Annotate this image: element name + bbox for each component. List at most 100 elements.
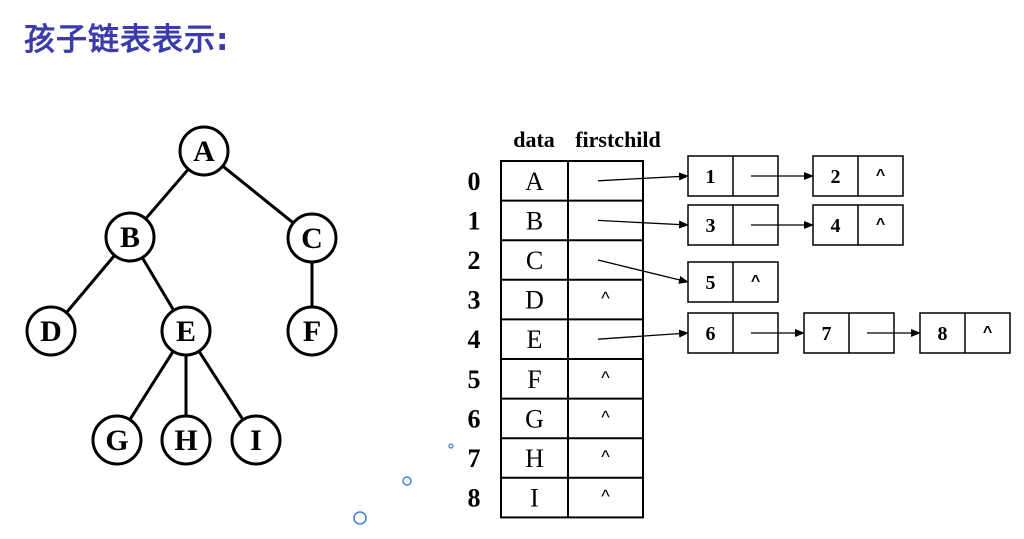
firstchild-pointer xyxy=(597,329,689,340)
row-index: 2 xyxy=(468,246,481,275)
tree-node-label: D xyxy=(40,315,62,348)
page-title: 孩子链表表示: xyxy=(24,22,230,58)
row-index: 5 xyxy=(468,365,481,394)
row-firstchild-null: ^ xyxy=(601,487,610,507)
child-index: 4 xyxy=(831,215,841,237)
firstchild-pointer xyxy=(597,172,689,182)
decorative-dots xyxy=(353,443,454,525)
tree-node-label: I xyxy=(250,424,262,457)
tree-node-circle xyxy=(230,414,282,466)
tree-node-circle xyxy=(104,211,156,263)
tree-node-label: A xyxy=(193,135,215,168)
row-firstchild-null: ^ xyxy=(601,368,610,388)
tree-node-circle xyxy=(160,305,212,357)
tree-edge-A-C xyxy=(221,164,295,225)
row-data: G xyxy=(525,404,544,433)
child-node-6: 6 xyxy=(687,312,805,354)
decor-dot-small xyxy=(448,443,454,449)
tree-node-label: F xyxy=(303,315,321,348)
tree-edge-B-E xyxy=(140,256,176,312)
tree-node-label: B xyxy=(120,221,140,254)
row-firstchild-null: ^ xyxy=(601,407,610,427)
row-index: 6 xyxy=(468,404,481,433)
row-data: C xyxy=(526,246,543,275)
firstchild-pointer xyxy=(597,219,689,229)
child-node-8: 8^ xyxy=(919,312,1011,354)
tree-node-circle xyxy=(286,305,338,357)
tree-node-circle xyxy=(91,414,143,466)
tree-edge-E-G xyxy=(128,350,175,421)
child-index: 7 xyxy=(822,323,832,345)
child-node-3: 3 xyxy=(687,204,814,246)
child-index: 5 xyxy=(706,272,716,294)
row-data: E xyxy=(527,325,543,354)
tree-node-label: C xyxy=(301,222,323,255)
tree-node-B: B xyxy=(104,211,156,263)
row-index: 0 xyxy=(468,167,481,196)
child-node-5: 5^ xyxy=(687,261,779,303)
next-null: ^ xyxy=(751,273,760,290)
row-data: I xyxy=(530,484,539,513)
tree-node-circle xyxy=(160,414,212,466)
row-data: B xyxy=(526,206,543,235)
row-firstchild-null: ^ xyxy=(601,289,610,309)
row-index: 7 xyxy=(468,444,481,473)
decor-dot-large xyxy=(353,511,367,525)
row-data: D xyxy=(525,286,544,315)
tree-node-circle xyxy=(25,305,77,357)
tree-node-F: F xyxy=(286,305,338,357)
tree-edge-E-I xyxy=(197,350,245,421)
row-data: A xyxy=(525,167,544,196)
table-row-7: 7 H ^ xyxy=(468,437,643,473)
next-null: ^ xyxy=(876,216,885,233)
tree-node-C: C xyxy=(286,212,338,264)
tree-node-label: G xyxy=(105,424,128,457)
row-firstchild-null: ^ xyxy=(601,447,610,467)
tree-node-H: H xyxy=(160,414,212,466)
next-null: ^ xyxy=(983,324,992,341)
table-row-8: 8 I ^ xyxy=(468,476,643,513)
table-border xyxy=(500,160,644,519)
tree-node-E: E xyxy=(160,305,212,357)
decor-dot-medium xyxy=(402,476,412,486)
table-row-6: 6 G ^ xyxy=(468,397,643,433)
table-row-3: 3 D ^ xyxy=(468,278,643,315)
firstchild-pointer xyxy=(597,259,689,284)
header-data: data xyxy=(513,127,555,152)
child-node-2: 2^ xyxy=(812,155,904,197)
row-index: 4 xyxy=(468,325,481,354)
child-index: 2 xyxy=(831,166,841,188)
tree-edge-A-B xyxy=(144,168,190,220)
row-index: 3 xyxy=(468,286,481,315)
tree-node-circle xyxy=(286,212,338,264)
row-index: 8 xyxy=(468,484,481,513)
tree-node-D: D xyxy=(25,305,77,357)
tree-node-label: E xyxy=(176,315,196,348)
tree-edge-B-D xyxy=(65,254,116,314)
child-index: 3 xyxy=(706,215,716,237)
child-node-1: 1 xyxy=(687,155,814,197)
tree-node-G: G xyxy=(91,414,143,466)
header-firstchild: firstchild xyxy=(575,127,661,152)
tree-node-A: A xyxy=(178,125,230,177)
tree-node-circle xyxy=(178,125,230,177)
next-null: ^ xyxy=(876,167,885,184)
row-index: 1 xyxy=(468,206,481,235)
row-data: H xyxy=(525,444,544,473)
child-list-row-2: 5^ xyxy=(597,259,779,303)
child-index: 1 xyxy=(706,166,716,188)
child-node-7: 7 xyxy=(803,312,921,354)
child-node-4: 4^ xyxy=(812,204,904,246)
